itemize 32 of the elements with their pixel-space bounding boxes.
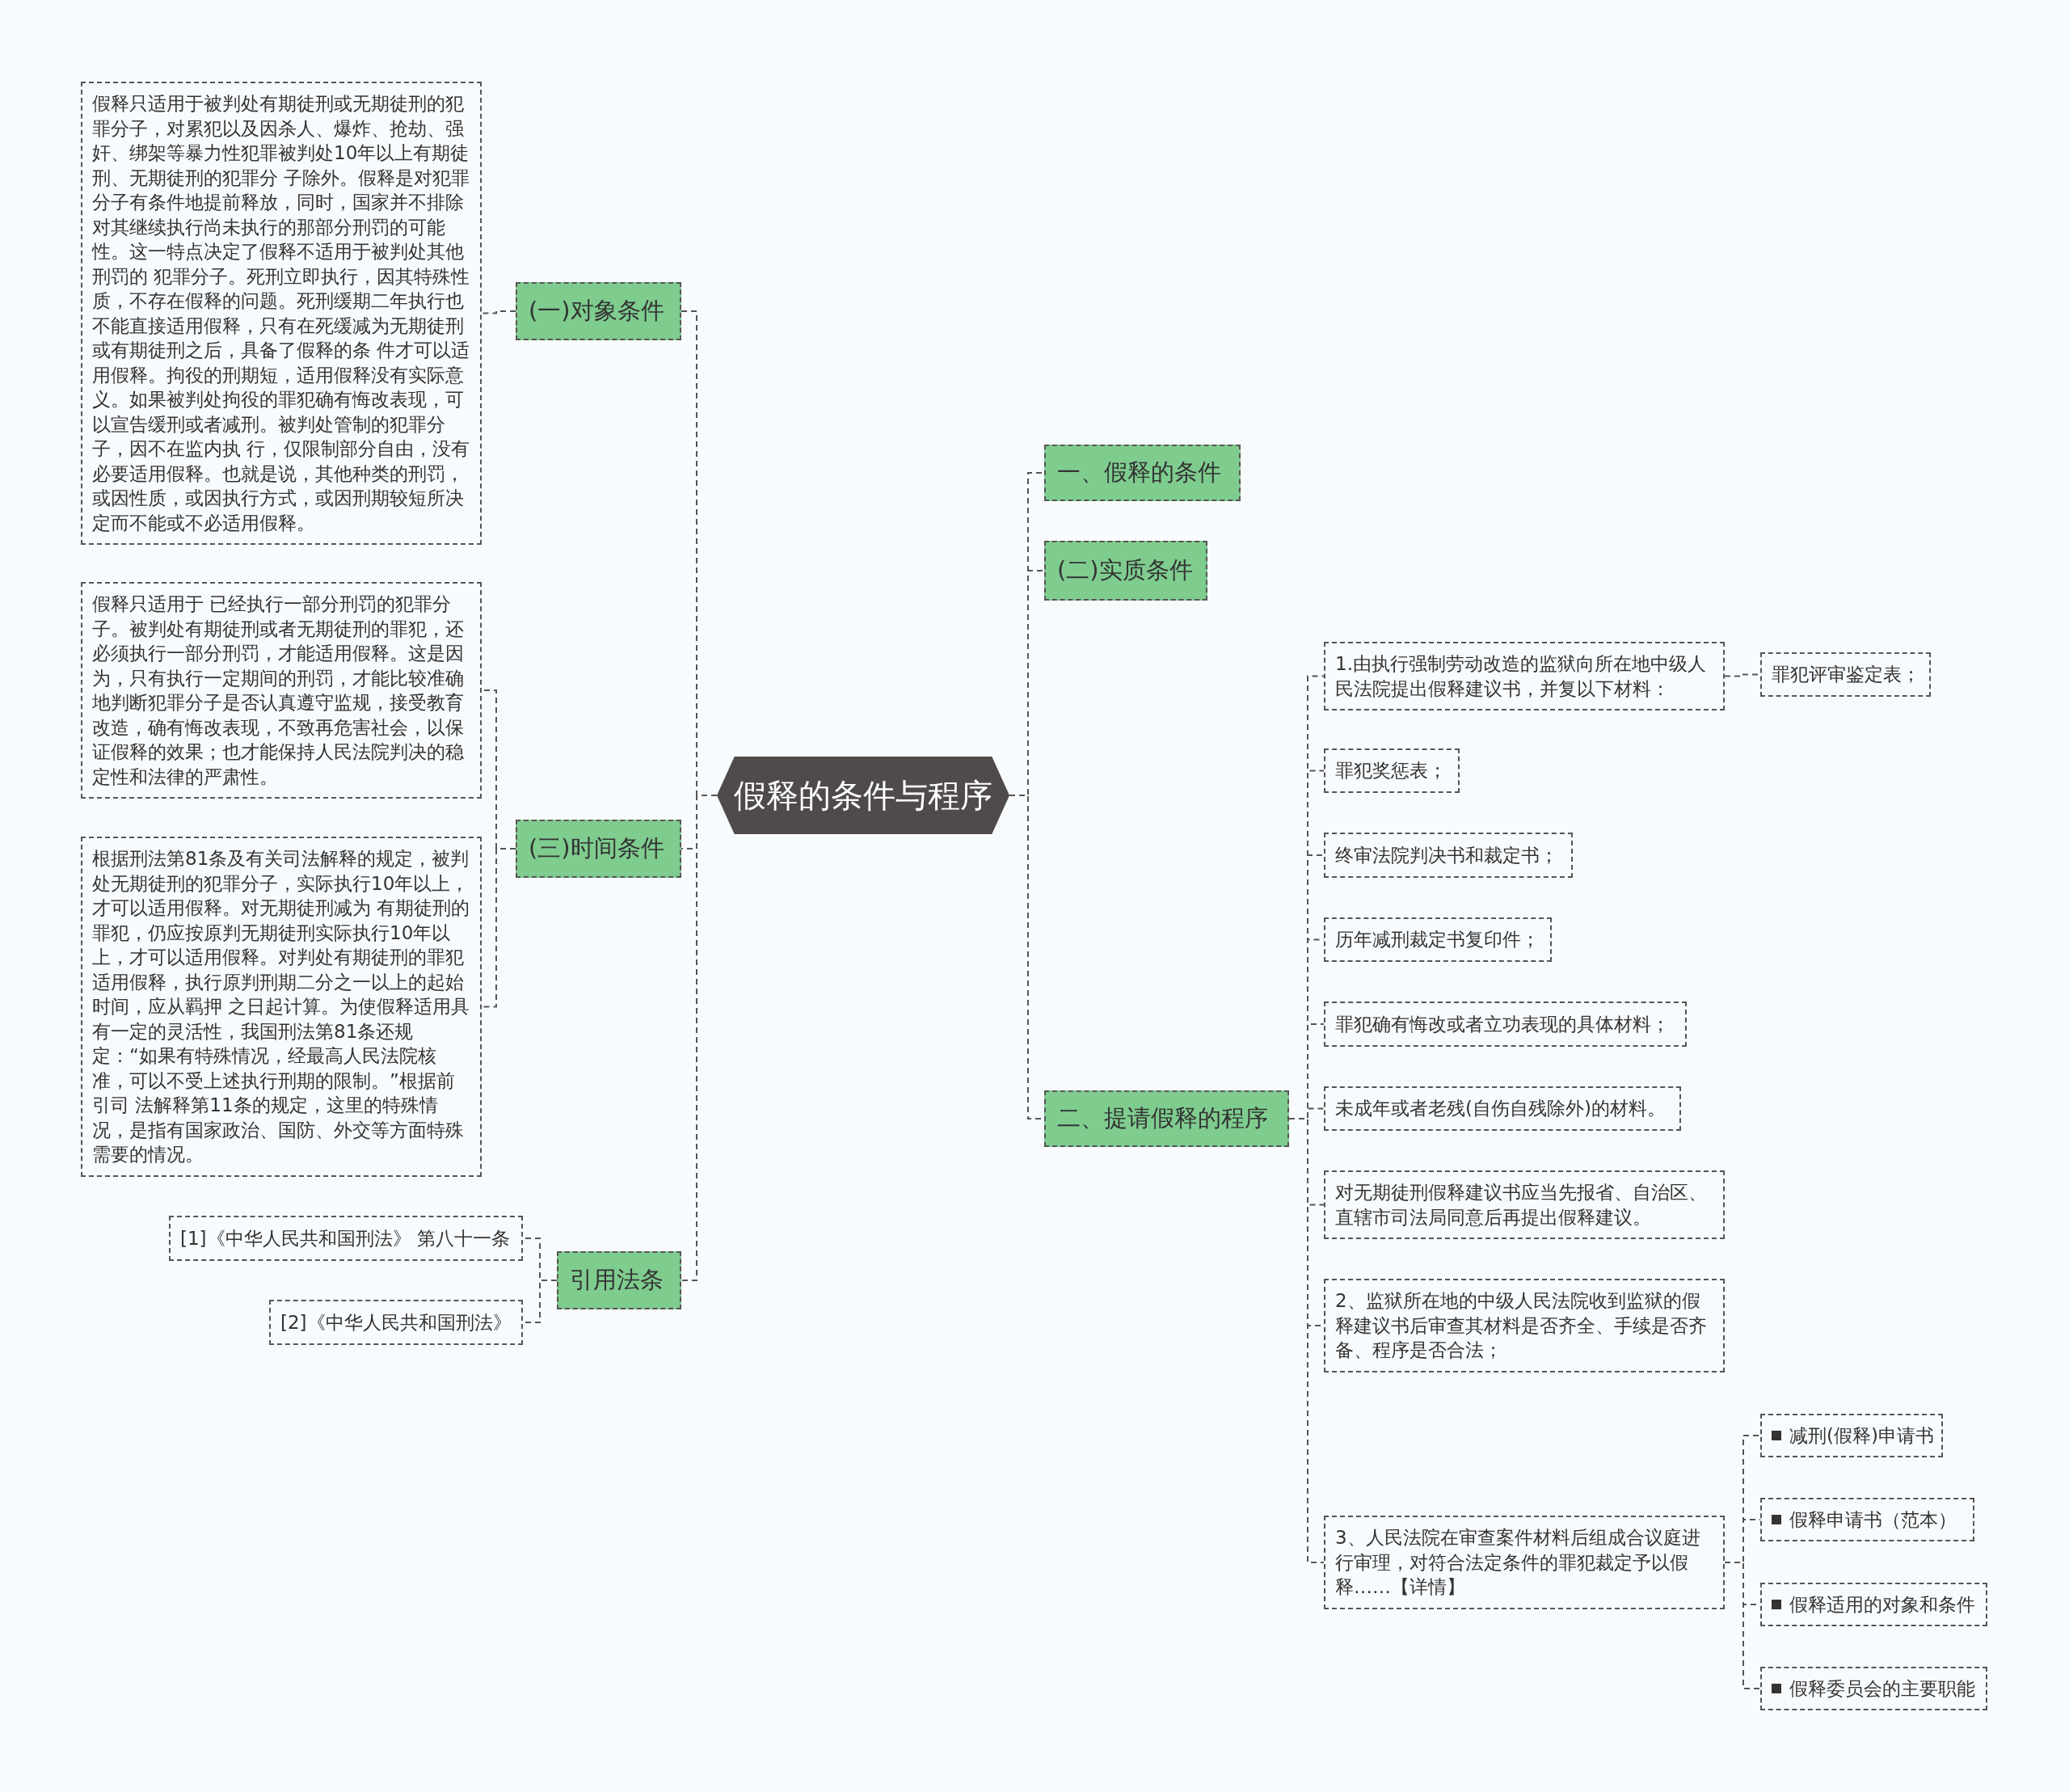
text-box: 历年减刑裁定书复印件； xyxy=(1324,917,1552,962)
text-box: 2、监狱所在地的中级人民法院收到监狱的假释建议书后审查其材料是否齐全、手续是否齐备、程序是否合法； xyxy=(1324,1279,1725,1372)
topic-box: 引用法条 xyxy=(557,1251,681,1309)
link-text: 假释申请书（范本） xyxy=(1789,1507,1957,1532)
link-text: 假释委员会的主要职能 xyxy=(1789,1676,1975,1701)
text-box: 对无期徒刑假释建议书应当先报省、自治区、直辖市司法局同意后再提出假释建议。 xyxy=(1324,1170,1725,1239)
link-text: 减刑(假释)申请书 xyxy=(1789,1423,1934,1448)
topic-box: (二)实质条件 xyxy=(1044,541,1207,601)
text-box: 1.由执行强制劳动改造的监狱向所在地中级人民法院提出假释建议书，并复以下材料： xyxy=(1324,642,1725,710)
text-box: 罪犯确有悔改或者立功表现的具体材料； xyxy=(1324,1001,1687,1047)
text-box: 根据刑法第81条及有关司法解释的规定，被判处无期徒刑的犯罪分子，实际执行10年以上，才可以适用假释。对无期徒刑减为 有期徒刑的罪犯，仍应按原判无期徒刑实际执行10年以上，才可以适用假释。对判处有期徒刑的罪犯适用假释，执行原判刑期二分之一以上的起始时间，应从羁押 之日起计算。为使假释适用具有一定的灵活性，我国刑法第81条还规定：“如果有特殊情况，经最高人民法院核准，可以不受上述执行刑期的限制。”根据前引司 法解释第11条的规定，这里的特殊情况，是指有国家政治、国防、外交等方面特殊需要的情况。 xyxy=(81,837,482,1177)
central-topic: 假释的条件与程序 xyxy=(717,757,1009,834)
connector-line xyxy=(1724,1562,1761,1689)
link-box xyxy=(1760,1498,1974,1541)
text-box: 罪犯奖惩表； xyxy=(1324,748,1460,793)
text-box: 假释只适用于 已经执行一部分刑罚的犯罪分子。被判处有期徒刑或者无期徒刑的罪犯，还必须执行一部分刑罚，才能适用假释。这是因为，只有执行一定期间的刑罚，才能比较准确地判断犯罪分子是否认真遵守监规，接受教育改造，确有悔改表现，不致再危害社会，以保证假释的效果；也才能保持人民法院判决的稳定性和法律的严肃性。 xyxy=(81,582,482,799)
topic-box: (三)时间条件 xyxy=(516,820,681,878)
text-box: 未成年或者老残(自伤自残除外)的材料。 xyxy=(1324,1086,1681,1131)
link-box xyxy=(1760,1667,1987,1710)
topic-box: (一)对象条件 xyxy=(516,282,681,340)
connector-line xyxy=(481,310,516,314)
text-box: [2]《中华人民共和国刑法》 xyxy=(269,1300,523,1345)
text-box: 罪犯评审鉴定表； xyxy=(1760,652,1931,697)
text-box: 3、人民法院在审查案件材料后组成合议庭进行审理，对符合法定条件的罪犯裁定予以假释……【详情】 xyxy=(1324,1516,1725,1609)
topic-box: 二、提请假释的程序 xyxy=(1044,1090,1289,1147)
link-box xyxy=(1760,1583,1987,1626)
text-box: 假释只适用于被判处有期徒刑或无期徒刑的犯罪分子，对累犯以及因杀人、爆炸、抢劫、强奸、绑架等暴力性犯罪被判处10年以上有期徒刑、无期徒刑的犯罪分 子除外。假释是对犯罪分子有条件地提前释放，同时，国家并不排除对其继续执行尚未执行的那部分刑罚的可能性。这一特点决定了假释不适用于被判处其他刑罚的 犯罪分子。死刑立即执行，因其特殊性质，不存在假释的问题。死刑缓期二年执行也不能直接适用假释，只有在死缓减为无期徒刑或有期徒刑之后，具备了假释的条 件才可以适用假释。拘役的刑期短，适用假释没有实际意义。如果被判处拘役的罪犯确有悔改表现，可以宣告缓刑或者减刑。被判处管制的犯罪分子，因不在监内执 行，仅限制部分自由，没有必要适用假释。也就是说，其他种类的刑罚，或因性质，或因执行方式，或因刑期较短所决定而不能或不必适用假释。 xyxy=(81,82,482,545)
link-text: 假释适用的对象和条件 xyxy=(1789,1592,1975,1617)
link-box xyxy=(1760,1414,1943,1457)
topic-box: 一、假释的条件 xyxy=(1044,445,1241,501)
text-box: 终审法院判决书和裁定书； xyxy=(1324,833,1573,878)
text-box: [1]《中华人民共和国刑法》 第八十一条 xyxy=(169,1216,523,1261)
